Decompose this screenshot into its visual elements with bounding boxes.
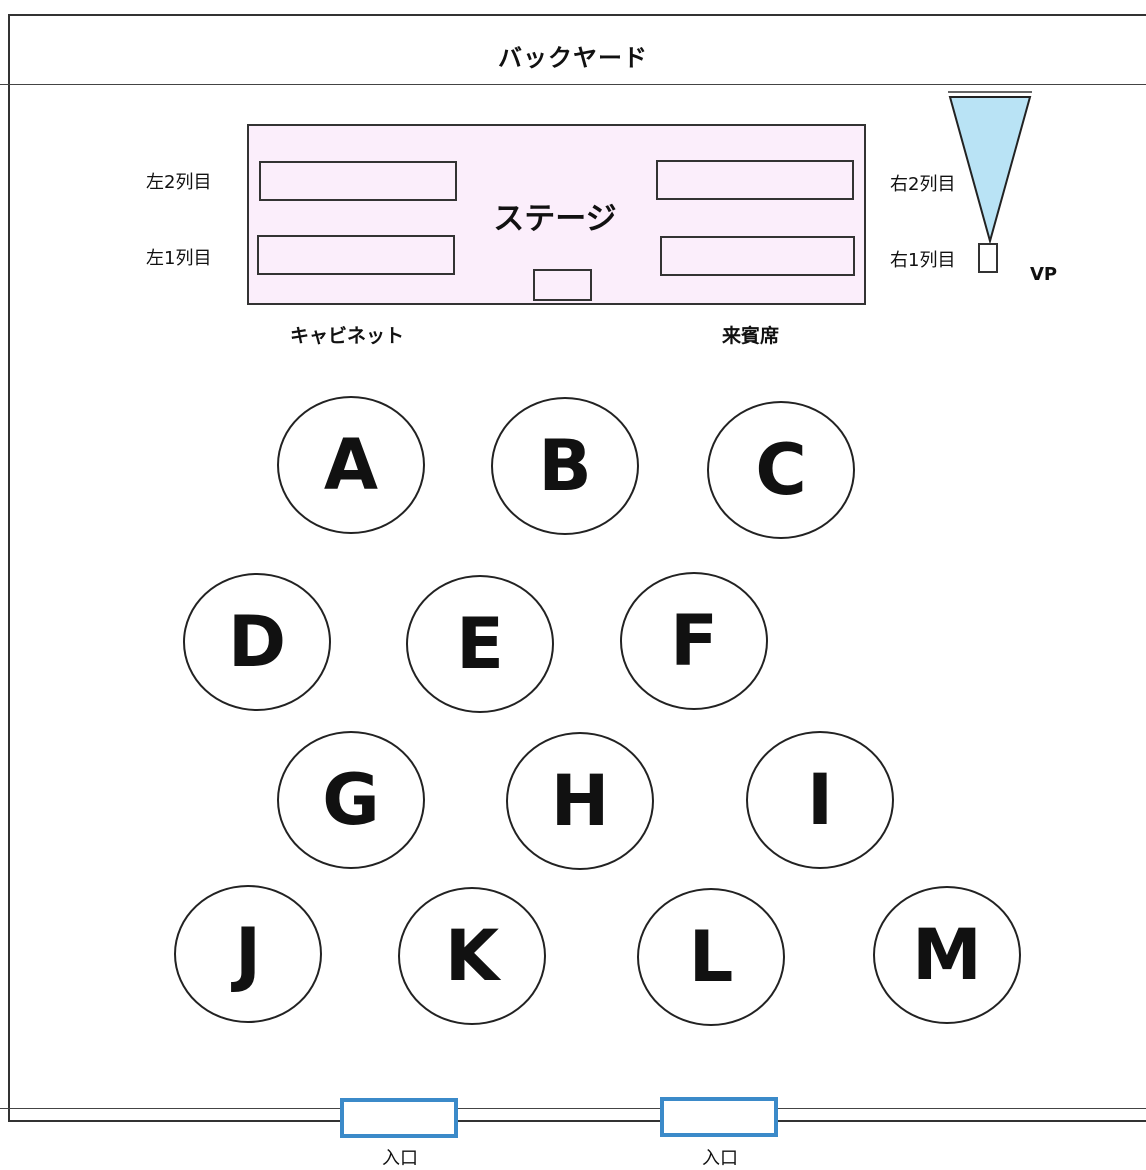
table-letter: L: [688, 916, 734, 998]
vp-projection-cone: [948, 91, 1032, 245]
right-row-1-box[interactable]: [660, 236, 855, 276]
table-d[interactable]: D: [183, 573, 331, 711]
right-row-2-label: 右2列目: [890, 174, 956, 195]
table-c[interactable]: C: [707, 401, 855, 539]
table-letter: M: [912, 914, 982, 996]
table-m[interactable]: M: [873, 886, 1021, 1024]
left-row-2-label: 左2列目: [146, 172, 212, 193]
table-letter: C: [755, 429, 807, 511]
stage-title: ステージ: [493, 201, 617, 237]
vp-projection-beam: [948, 96, 1032, 245]
right-row-2-box[interactable]: [656, 160, 854, 200]
cabinet-label: キャビネット: [290, 325, 405, 347]
table-letter: J: [234, 913, 262, 995]
table-b[interactable]: B: [491, 397, 639, 535]
table-e[interactable]: E: [406, 575, 554, 713]
left-row-1-box[interactable]: [257, 235, 455, 275]
backyard-label: バックヤード: [498, 44, 648, 72]
backyard-divider: [0, 84, 1146, 85]
table-f[interactable]: F: [620, 572, 768, 710]
entrance-right-label: 入口: [702, 1148, 738, 1169]
entrance-wall-line: [0, 1108, 1146, 1109]
left-row-1-label: 左1列目: [146, 248, 212, 269]
room-outline: [8, 14, 1146, 1122]
table-g[interactable]: G: [277, 731, 425, 869]
table-letter: E: [456, 603, 504, 685]
table-j[interactable]: J: [174, 885, 322, 1023]
table-letter: F: [670, 600, 718, 682]
right-row-1-label: 右1列目: [890, 250, 956, 271]
guest-seats-label: 来賓席: [722, 325, 780, 347]
entrance-left-label: 入口: [382, 1148, 418, 1169]
left-row-2-box[interactable]: [259, 161, 457, 201]
table-letter: H: [550, 760, 610, 842]
table-i[interactable]: I: [746, 731, 894, 869]
vp-projector-box[interactable]: [978, 243, 998, 273]
table-k[interactable]: K: [398, 887, 546, 1025]
table-letter: D: [227, 601, 287, 683]
table-a[interactable]: A: [277, 396, 425, 534]
entrance-left[interactable]: [340, 1098, 458, 1138]
table-letter: B: [538, 425, 592, 507]
table-letter: A: [323, 424, 379, 506]
table-h[interactable]: H: [506, 732, 654, 870]
entrance-right[interactable]: [660, 1097, 778, 1137]
table-letter: I: [806, 759, 834, 841]
table-letter: G: [322, 759, 380, 841]
table-l[interactable]: L: [637, 888, 785, 1026]
vp-label: VP: [1030, 264, 1058, 285]
table-letter: K: [444, 915, 500, 997]
stage-center-box[interactable]: [533, 269, 592, 301]
